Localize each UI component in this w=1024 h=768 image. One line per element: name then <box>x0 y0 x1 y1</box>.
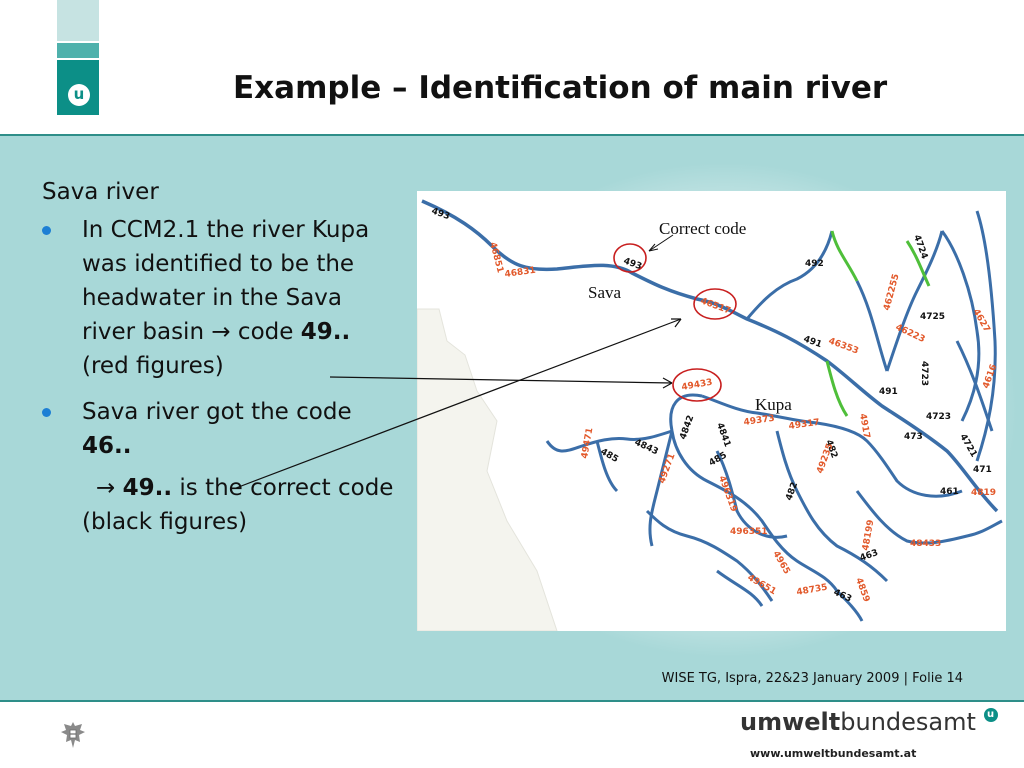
bullet2-text: Sava river got the code <box>82 399 352 425</box>
code-label-black: 4721 <box>957 433 978 460</box>
code-label-red: 49271 <box>657 452 677 485</box>
bullet1-text: In CCM2.1 the river Kupa was identified … <box>82 217 370 345</box>
river-tributary <box>940 230 981 422</box>
brand-prefix: umwelt <box>740 708 841 736</box>
border-shape <box>417 308 558 631</box>
code-label-black: 471 <box>973 465 992 475</box>
code-label-black: 493 <box>430 206 451 222</box>
river-tributary <box>775 430 889 583</box>
sub-code: 49.. <box>122 475 173 501</box>
bullet1-arrow: → <box>211 319 231 345</box>
bullet1-code-prefix: code <box>230 319 301 345</box>
footer-divider <box>0 700 1024 702</box>
code-label-red: 49317 <box>788 418 820 432</box>
bullet1-tail: (red figures) <box>82 353 224 379</box>
code-label-black: 4724 <box>911 234 929 261</box>
river-tributary <box>745 230 834 320</box>
code-label-red: 49433 <box>681 378 714 393</box>
header-divider <box>0 134 1024 136</box>
code-label-red: 46353 <box>827 336 860 356</box>
code-label-red: 4616 <box>981 363 999 390</box>
code-label-red: 4627 <box>970 308 991 335</box>
annotation-arrowhead <box>648 243 659 252</box>
umweltbundesamt-logo-icon: u <box>68 84 90 106</box>
code-label-black: 492 <box>805 259 824 269</box>
logo-bar-mid <box>57 43 99 58</box>
river-kupa-main <box>701 394 963 498</box>
code-label-black: 463 <box>832 588 853 605</box>
label-kupa: Kupa <box>755 395 792 414</box>
code-label-red: 46517 <box>699 296 732 316</box>
code-label-red: 4859 <box>853 577 871 604</box>
label-sava: Sava <box>588 283 622 302</box>
highlight-circle-46517 <box>693 288 737 320</box>
river-tributary <box>716 569 764 607</box>
code-label-red: 46831 <box>504 266 536 280</box>
code-label-red: 48433 <box>910 539 941 549</box>
river-tributary-green <box>830 230 859 282</box>
code-label-red: 48735 <box>796 583 829 598</box>
bullet-dot <box>42 226 51 235</box>
bullet2-code: 46.. <box>82 433 132 459</box>
slide-title: Example – Identification of main river <box>233 70 888 106</box>
code-label-black: 4725 <box>920 312 945 322</box>
river-tributary <box>855 490 1003 545</box>
bullet-item-kupa: In CCM2.1 the river Kupa was identified … <box>42 213 402 383</box>
annotation-arrow <box>648 234 674 252</box>
bullet1-code: 49.. <box>300 319 351 345</box>
logo-bar-top <box>57 0 99 41</box>
code-label-red: 46851 <box>487 241 505 274</box>
code-label-red: 496351 <box>730 527 768 537</box>
sub-bullet: → 49.. is the correct code (black figure… <box>42 471 402 539</box>
brand-u-icon: u <box>983 708 998 722</box>
river-tributary <box>645 509 774 602</box>
highlight-circle-493 <box>613 243 647 273</box>
austrian-eagle-icon <box>61 722 85 748</box>
sub-arrow: → <box>96 475 116 501</box>
footer-area <box>0 702 1024 768</box>
river-tributary-green <box>825 360 849 417</box>
river-network-map: Correct code Sava Kupa 493 493 492 4724 … <box>417 191 1006 631</box>
code-label-black: 4843 <box>633 438 660 458</box>
river-tributary <box>975 210 997 462</box>
body-heading: Sava river <box>42 179 159 205</box>
code-label-black: 4842 <box>678 414 696 441</box>
bullet-item-sava: Sava river got the code 46.. <box>42 395 402 463</box>
brand-url: www.umweltbundesamt.at <box>750 747 917 760</box>
river-tributary <box>855 280 889 372</box>
code-label-black: 4841 <box>714 422 732 449</box>
river-tributary-green <box>905 240 931 287</box>
river-tributary <box>955 340 994 432</box>
text-column: Sava river In CCM2.1 the river Kupa was … <box>42 175 402 539</box>
code-label-black: 4723 <box>926 412 951 422</box>
code-label-black: 485 <box>708 451 729 469</box>
annotation-correct-code: Correct code <box>659 219 746 238</box>
code-label-red: 49373 <box>743 414 775 428</box>
code-label-black: 461 <box>940 487 959 497</box>
code-label-red: 462255 <box>882 273 901 312</box>
river-sava <box>421 199 999 513</box>
brand-suffix: bundesamt <box>840 708 976 736</box>
code-label-red: 496319 <box>716 475 738 514</box>
code-label-red: 48199 <box>861 519 876 552</box>
footer-text: WISE TG, Ispra, 22&23 January 2009 | Fol… <box>661 671 963 686</box>
code-label-black: 473 <box>904 432 923 442</box>
code-label-black: 491 <box>879 387 898 397</box>
river-tributary <box>885 230 944 372</box>
map-svg: Correct code Sava Kupa 493 493 492 4724 … <box>417 199 1003 631</box>
brand-wordmark: umweltbundesamt u <box>740 708 998 736</box>
river-tributary <box>715 450 788 539</box>
bullet-dot <box>42 408 51 417</box>
code-label-red: 4819 <box>971 488 996 498</box>
code-label-red: 4917 <box>857 413 871 439</box>
code-label-black: 4723 <box>919 361 929 386</box>
